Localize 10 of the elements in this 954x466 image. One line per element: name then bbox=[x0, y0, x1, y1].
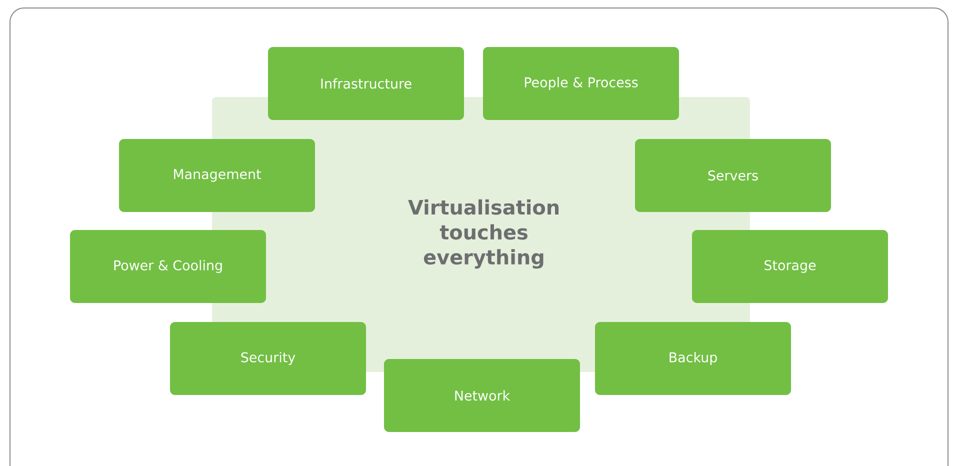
topic-box: Power & Cooling bbox=[70, 230, 266, 303]
topic-box: Backup bbox=[595, 322, 791, 395]
topic-box: People & Process bbox=[483, 47, 679, 120]
topic-box: Security bbox=[170, 322, 366, 395]
topic-box: Servers bbox=[635, 139, 831, 212]
topic-box: Storage bbox=[692, 230, 888, 303]
topic-box: Network bbox=[384, 359, 580, 432]
center-text: Virtualisation touches everything bbox=[408, 199, 559, 269]
topic-box: Management bbox=[119, 139, 315, 212]
topic-box: Infrastructure bbox=[268, 47, 464, 120]
